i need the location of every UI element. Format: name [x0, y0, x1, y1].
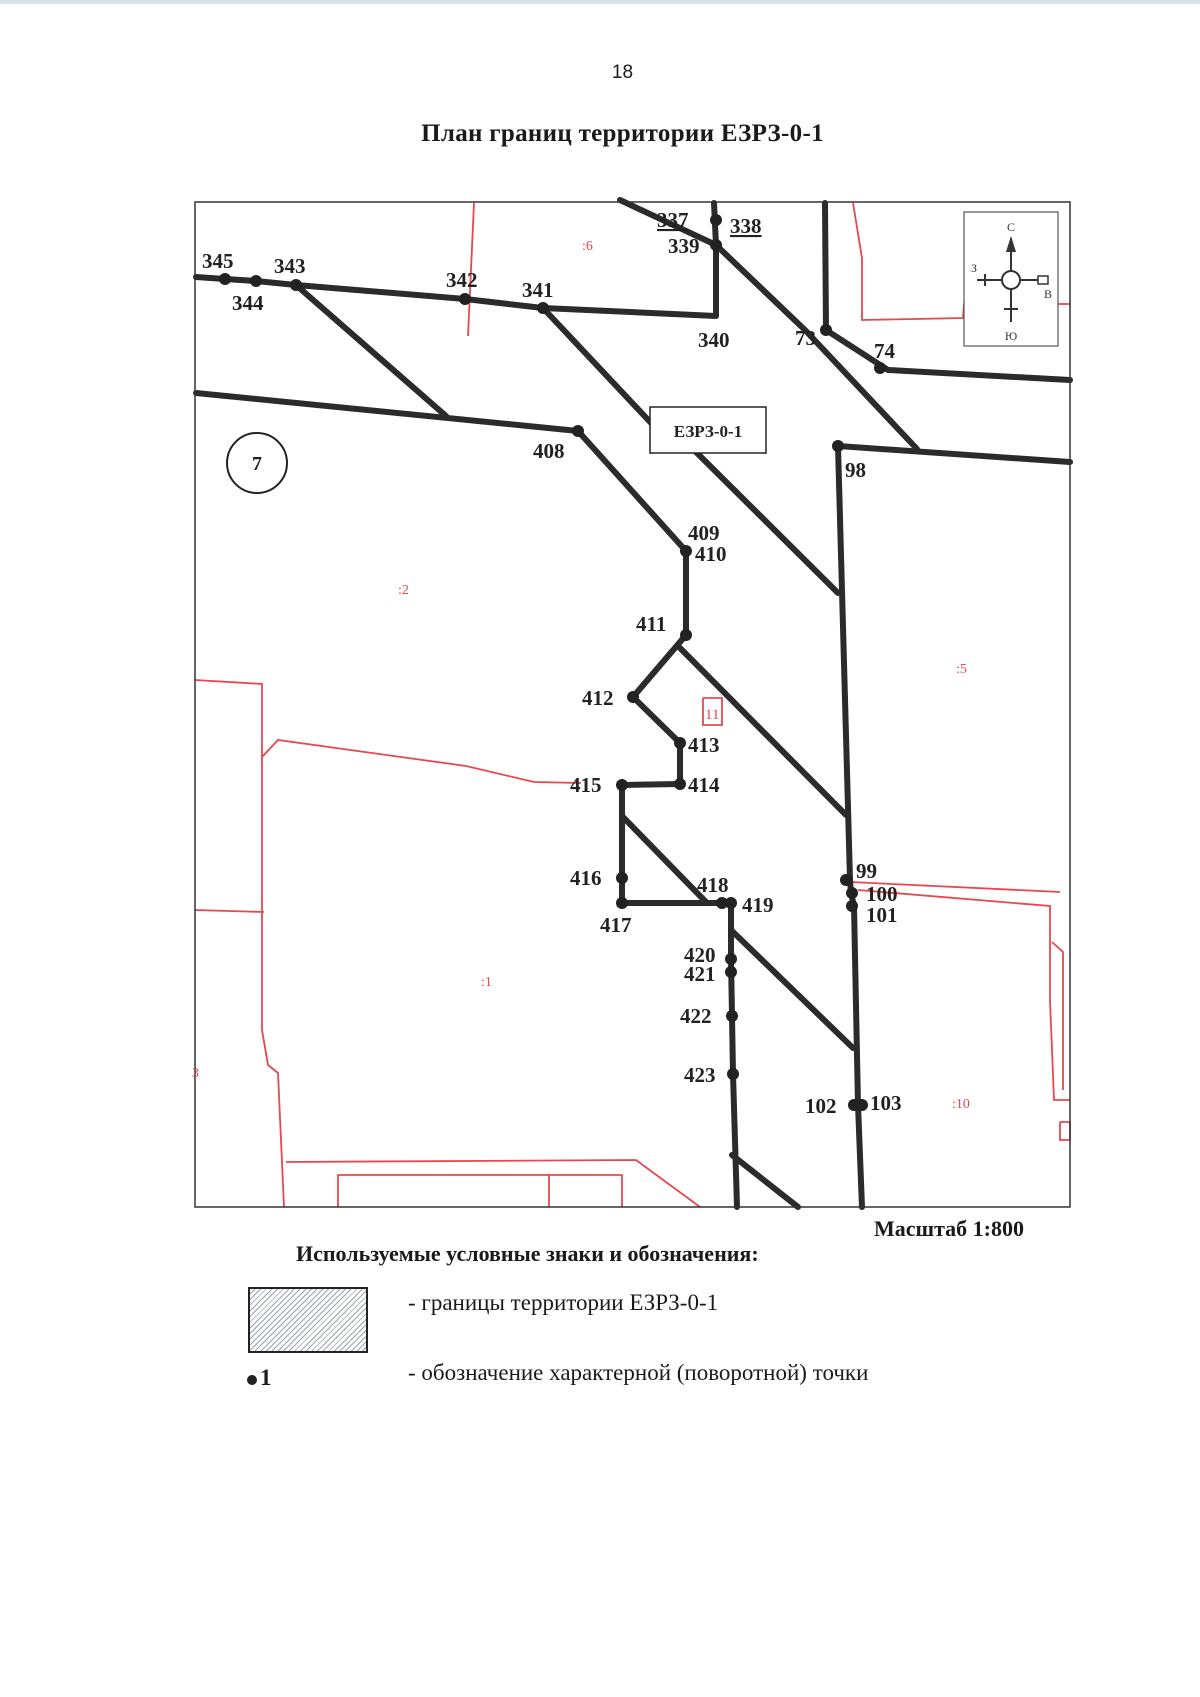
point-label: 409	[688, 521, 720, 545]
legend-point-text: - обозначение характерной (поворотной) т…	[408, 1360, 869, 1385]
boundary-point	[250, 275, 262, 287]
boundary-point	[832, 440, 844, 452]
page-title: План границ территории ЕЗРЗ-0-1	[421, 120, 824, 147]
point-label: 343	[274, 254, 306, 278]
point-label: 411	[636, 612, 666, 636]
parcel-label: :2	[398, 583, 409, 598]
scan-edge	[0, 0, 1200, 4]
point-label: 342	[446, 268, 478, 292]
point-label: 341	[522, 278, 554, 302]
point-label: 338	[730, 214, 762, 238]
compass-west: З	[971, 261, 977, 275]
point-label: 102	[805, 1094, 837, 1118]
zone-number-circle	[226, 432, 288, 494]
boundary-point	[627, 691, 639, 703]
point-label: 413	[688, 733, 720, 757]
point-label: 423	[684, 1063, 716, 1087]
zone-number: 7	[252, 453, 262, 475]
boundary-point	[725, 897, 737, 909]
point-label: 417	[600, 913, 632, 937]
territory-label: ЕЗРЗ-0-1	[674, 422, 742, 441]
boundary-points	[219, 214, 886, 1111]
boundary-point	[616, 897, 628, 909]
boundary-point	[726, 1010, 738, 1022]
boundary-point	[716, 897, 728, 909]
parcel-label: :1	[481, 975, 492, 990]
boundary-point	[219, 273, 231, 285]
point-label: 421	[684, 962, 716, 986]
boundary-point	[674, 778, 686, 790]
parcel-label: 11	[705, 707, 719, 723]
point-label: 340	[698, 328, 730, 352]
parcel-label: 3	[192, 1066, 199, 1081]
boundary-point	[856, 1099, 868, 1111]
territory-boundaries	[193, 197, 1073, 1210]
boundary-point	[537, 302, 549, 314]
boundary-point	[727, 1068, 739, 1080]
point-label: 419	[742, 893, 774, 917]
parcel-label: :10	[952, 1097, 970, 1112]
compass-rose-icon: С Ю З В	[963, 211, 1059, 347]
point-label: 408	[533, 439, 565, 463]
page-number: 18	[611, 62, 634, 83]
point-label: 345	[202, 249, 234, 273]
parcel-boundaries	[194, 202, 1071, 1208]
point-dot-icon	[247, 1374, 257, 1385]
legend-boundary-text: - границы территории ЕЗРЗ-0-1	[408, 1290, 719, 1315]
compass-north: С	[1007, 220, 1015, 234]
point-label: 98	[845, 458, 866, 482]
legend-point-number: 1	[260, 1365, 272, 1390]
boundary-point	[846, 887, 858, 899]
point-label: 101	[866, 903, 898, 927]
point-label: 410	[695, 542, 727, 566]
boundary-point	[846, 900, 858, 912]
point-label: 99	[856, 859, 877, 883]
compass-south: Ю	[1005, 329, 1017, 343]
point-label: 415	[570, 773, 602, 797]
legend-point-symbol: 1	[247, 1365, 272, 1391]
point-label: 339	[668, 234, 700, 258]
boundary-point	[680, 545, 692, 557]
map-scale: Масштаб 1:800	[874, 1216, 1025, 1241]
point-label: 420	[684, 943, 716, 967]
point-label: 422	[680, 1004, 712, 1028]
legend-hatched-swatch	[248, 1287, 368, 1353]
point-label: 103	[870, 1091, 902, 1115]
point-label: 73	[795, 326, 816, 350]
boundary-point	[874, 362, 886, 374]
boundary-point	[290, 279, 302, 291]
boundary-point	[725, 966, 737, 978]
point-label: 416	[570, 866, 602, 890]
boundary-point	[674, 737, 686, 749]
territory-label-box	[649, 406, 767, 454]
point-label: 414	[688, 773, 720, 797]
boundary-point	[616, 872, 628, 884]
boundary-point	[820, 324, 832, 336]
boundary-point	[459, 293, 471, 305]
boundary-point	[710, 239, 722, 251]
boundary-point	[616, 779, 628, 791]
parcel-label: :5	[956, 662, 967, 677]
point-label: 412	[582, 686, 614, 710]
boundary-point	[572, 425, 584, 437]
boundary-point	[680, 629, 692, 641]
compass-east: В	[1044, 287, 1052, 301]
legend-title: Используемые условные знаки и обозначени…	[296, 1241, 759, 1266]
boundary-point	[725, 953, 737, 965]
point-label: 337	[657, 208, 689, 232]
point-label: 100	[866, 882, 898, 906]
point-label: 344	[232, 291, 264, 315]
boundary-point	[710, 214, 722, 226]
map-frame	[194, 201, 1071, 1208]
parcel-label: :6	[582, 239, 593, 254]
point-label: 74	[874, 339, 896, 363]
boundary-point	[840, 874, 852, 886]
point-label: 418	[697, 873, 729, 897]
